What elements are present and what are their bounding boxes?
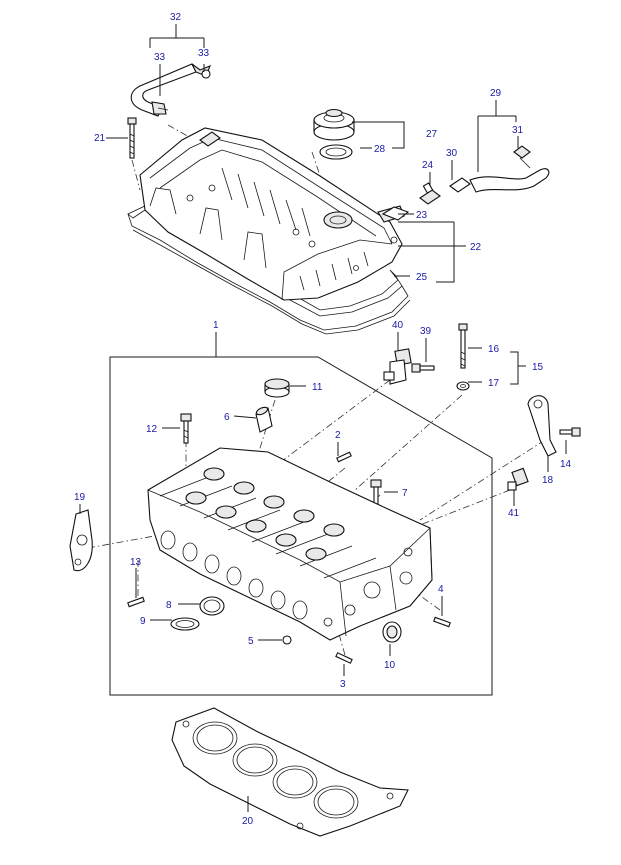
callout-4: 4 (438, 584, 444, 595)
cylinder-head (147, 447, 433, 641)
stud-2 (336, 451, 352, 463)
stud-4 (433, 616, 451, 628)
callout-15: 15 (532, 362, 544, 373)
callout-21: 21 (94, 133, 106, 144)
temp-sensor (507, 467, 529, 491)
callout-28: 28 (374, 144, 386, 155)
breather-hose (130, 63, 211, 117)
callout-20: 20 (242, 816, 254, 827)
camshaft-position-sensor (383, 348, 412, 385)
callout-13: 13 (130, 557, 142, 568)
callout-23: 23 (416, 210, 428, 221)
long-bolt (458, 323, 468, 369)
callout-24: 24 (422, 160, 434, 171)
callout-19: 19 (74, 492, 86, 503)
callout-16: 16 (488, 344, 500, 355)
callout-5: 5 (248, 636, 254, 647)
seal-ring-9 (170, 617, 200, 631)
bracket-bolt (559, 427, 581, 437)
stud-3 (335, 652, 353, 664)
oil-filler-neck (323, 211, 353, 229)
intake-ports (160, 530, 308, 620)
sensor-bolt (411, 363, 435, 373)
callout-32: 32 (170, 12, 182, 23)
seal-ring-8 (199, 596, 225, 616)
callout-9: 9 (140, 616, 146, 627)
callout-6: 6 (224, 412, 230, 423)
callout-7: 7 (402, 488, 408, 499)
callout-10: 10 (384, 660, 396, 671)
cover-bolt (127, 117, 137, 159)
callout-17: 17 (488, 378, 500, 389)
valve-cover (127, 127, 411, 335)
callout-33-left: 33 (154, 52, 166, 63)
oil-filler-cap (313, 108, 355, 141)
cap-plug (264, 378, 290, 398)
head-bolt (180, 413, 192, 444)
callout-18: 18 (542, 475, 554, 486)
bracket (527, 395, 557, 457)
callout-labels: 32 33 33 21 27 28 29 31 30 24 23 22 25 1… (74, 12, 572, 827)
sleeve (255, 406, 273, 433)
callout-27: 27 (426, 129, 438, 140)
callout-14: 14 (560, 459, 572, 470)
callout-33-right: 33 (198, 48, 210, 59)
cylinder-head-frame (109, 356, 493, 696)
callout-12: 12 (146, 424, 158, 435)
filler-cap-gasket (319, 144, 353, 160)
pcv-valve-assembly (381, 145, 550, 221)
callout-1: 1 (213, 320, 219, 331)
callout-3: 3 (340, 679, 346, 690)
head-gasket (171, 707, 409, 837)
callout-25: 25 (416, 272, 428, 283)
leader-lines (79, 24, 567, 812)
callout-40: 40 (392, 320, 404, 331)
steel-ball (282, 635, 292, 645)
callout-22: 22 (470, 242, 482, 253)
lifting-hook (69, 509, 93, 572)
callout-29: 29 (490, 88, 502, 99)
callout-31: 31 (512, 125, 524, 136)
callout-39: 39 (420, 326, 432, 337)
callout-11: 11 (312, 382, 323, 393)
callout-30: 30 (446, 148, 458, 159)
cam-journals (185, 467, 345, 561)
washer (456, 381, 470, 391)
oil-seal (382, 621, 402, 643)
callout-2: 2 (335, 430, 341, 441)
callout-41: 41 (508, 508, 520, 519)
stud-13 (127, 596, 145, 608)
callout-8: 8 (166, 600, 172, 611)
valve-cover-body (139, 127, 403, 301)
